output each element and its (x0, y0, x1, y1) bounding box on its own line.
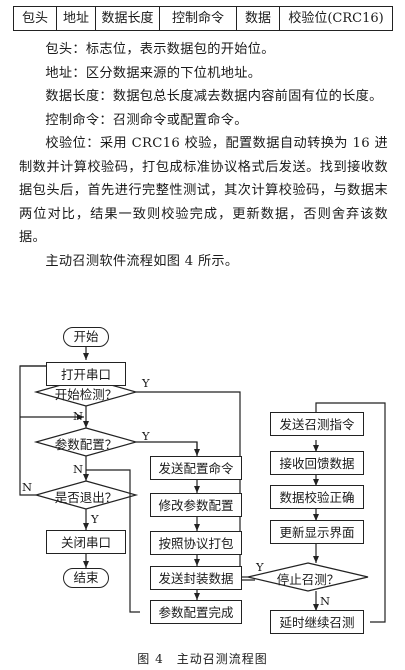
paragraph-command-desc: 控制命令：召测命令或配置命令。 (45, 112, 248, 128)
paragraph-header-desc: 包头：标志位，表示数据包的开始位。 (45, 42, 275, 57)
flow-param-config: 参数配置？ (54, 437, 118, 452)
body-text: 包头：标志位，表示数据包的开始位。 地址：区分数据来源的下位机地址。 数据长度：… (19, 38, 388, 273)
paragraph-length-desc: 数据长度：数据包总长度减去数据内容前固有位的长度。 (45, 89, 383, 104)
flow-config-done: 参数配置完成 (150, 600, 242, 624)
frame-field-command: 控制命令 (160, 7, 237, 30)
frame-field-length: 数据长度 (96, 7, 160, 30)
label-no-param-config: N (73, 462, 84, 476)
flow-close-port: 关闭串口 (46, 530, 126, 554)
flow-open-port: 打开串口 (46, 362, 126, 386)
label-yes-exit: Y (91, 512, 99, 526)
flow-data-check: 数据校验正确 (270, 485, 364, 509)
diamond-stop-poll (247, 562, 369, 592)
flow-receive-feedback: 接收回馈数据 (270, 451, 364, 475)
flow-end: 结束 (63, 568, 109, 588)
flow-start: 开始 (63, 327, 109, 347)
flow-update-display: 更新显示界面 (270, 520, 364, 544)
label-no-start-detect: N (73, 409, 84, 423)
flow-modify-params: 修改参数配置 (150, 493, 242, 517)
flow-send-poll: 发送召测指令 (270, 412, 364, 436)
figure-caption: 图 4 主动召测流程图 (137, 652, 268, 666)
paragraph-figure-ref: 主动召测软件流程如图 4 所示。 (45, 253, 239, 269)
label-no-exit: N (22, 480, 33, 494)
flow-pack-protocol: 按照协议打包 (150, 531, 242, 555)
frame-field-checksum: 校验位(CRC16) (288, 11, 384, 26)
label-yes-param-config: Y (142, 429, 150, 443)
flow-exit: 是否退出？ (54, 490, 118, 505)
frame-field-data: 数据 (237, 7, 280, 30)
frame-field-header: 包头 (14, 7, 57, 30)
flow-send-config: 发送配置命令 (150, 456, 242, 480)
paragraph-checksum-desc: 校验位：采用 CRC16 校验，配置数据自动转换为 16 进制数并计算校验码，打… (19, 136, 388, 245)
frame-field-address: 地址 (57, 7, 96, 30)
flow-start-detect: 开始检测？ (54, 387, 118, 402)
flow-delay-poll: 延时继续召测 (270, 610, 364, 634)
label-yes-stop-poll: Y (256, 560, 264, 574)
label-yes-start-detect: Y (142, 376, 150, 390)
frame-format-table: 包头 地址 数据长度 控制命令 数据 校验位(CRC16) (13, 6, 393, 31)
paragraph-address-desc: 地址：区分数据来源的下位机地址。 (45, 65, 262, 81)
flow-send-packed: 发送封装数据 (150, 566, 242, 590)
flow-stop-poll: 停止召测？ (276, 572, 340, 587)
label-no-stop-poll: N (320, 594, 331, 608)
